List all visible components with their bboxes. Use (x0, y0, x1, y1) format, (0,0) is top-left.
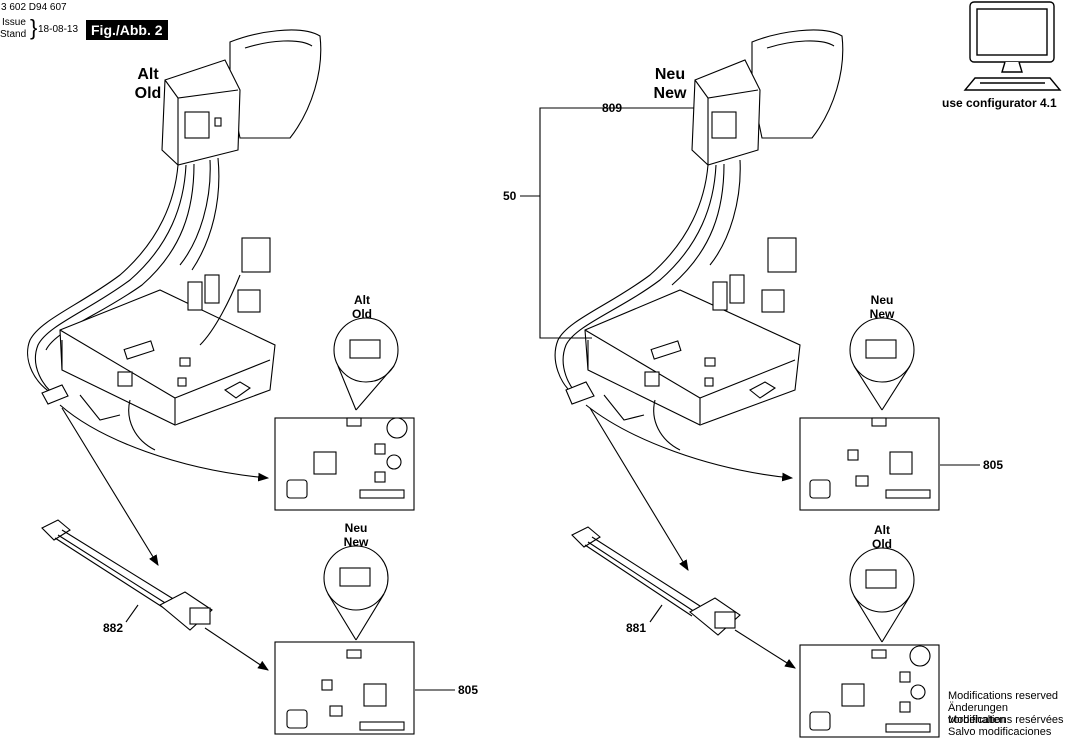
right-bottom-callout (849, 547, 915, 643)
right-assembly-label-de: Neu (654, 66, 686, 83)
issue-date: 18-08-13 (38, 24, 79, 35)
note-en: Modifications reserved (948, 690, 1059, 702)
issue-label: Issue (2, 17, 26, 28)
note-fr: Modifications resérvées (948, 714, 1064, 726)
right-top-callout (849, 317, 915, 411)
left-switch-assembly (27, 29, 322, 451)
right-top-pcb (799, 417, 940, 511)
left-arrows (59, 404, 455, 691)
left-top-callout (333, 317, 399, 411)
brace-glyph: } (30, 15, 38, 40)
left-top-pcb (274, 417, 415, 511)
computer-monitor-icon (963, 1, 1062, 91)
part-882: 882 (103, 621, 124, 635)
part-50: 50 (503, 189, 517, 203)
doc-number: 3 602 D94 607 (1, 2, 67, 13)
right-bottom-bubble-de: Alt (874, 523, 890, 537)
left-cable-882 (41, 519, 213, 631)
left-top-bubble-en: Old (352, 307, 372, 321)
left-bottom-bubble-en: New (343, 535, 369, 549)
part-881: 881 (626, 621, 647, 635)
stand-label: Stand (0, 29, 27, 40)
figure-tag: Fig./Abb. 2 (86, 20, 168, 40)
note-es: Salvo modificaciones (948, 726, 1052, 738)
right-cable-881 (571, 526, 741, 636)
left-bottom-callout (323, 545, 389, 641)
note-de: Änderungen vorbehalten (948, 702, 1008, 726)
right-top-bubble-en: New (869, 307, 895, 321)
right-arrows (520, 107, 980, 669)
configurator-label: use configurator 4.1 (942, 96, 1057, 110)
part-805-right: 805 (983, 458, 1004, 472)
right-top-bubble-de: Neu (870, 293, 894, 307)
right-bottom-pcb (799, 644, 940, 738)
part-805-left: 805 (458, 683, 479, 697)
right-switch-assembly (554, 29, 844, 451)
part-809: 809 (602, 101, 623, 115)
left-top-bubble-de: Alt (354, 293, 370, 307)
left-bottom-pcb (274, 641, 415, 735)
left-assembly-label-de: Alt (137, 66, 159, 83)
left-bottom-bubble-de: Neu (344, 521, 368, 535)
right-assembly-label-en: New (653, 85, 687, 102)
right-bottom-bubble-en: Old (872, 537, 892, 551)
left-assembly-label-en: Old (134, 85, 162, 102)
